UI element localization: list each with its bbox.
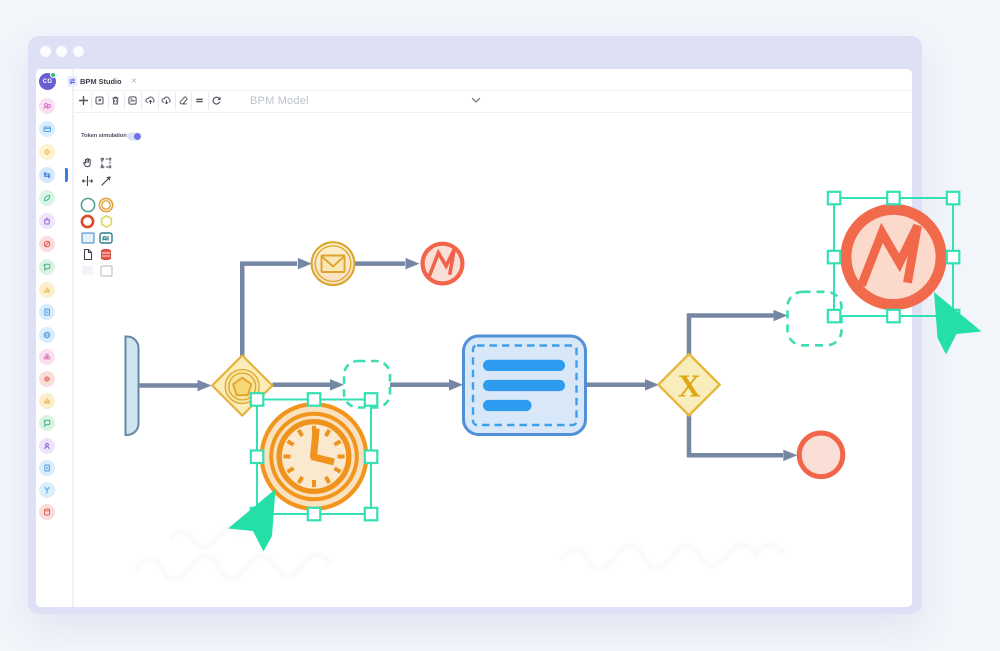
svg-text:X: X [678, 368, 701, 404]
